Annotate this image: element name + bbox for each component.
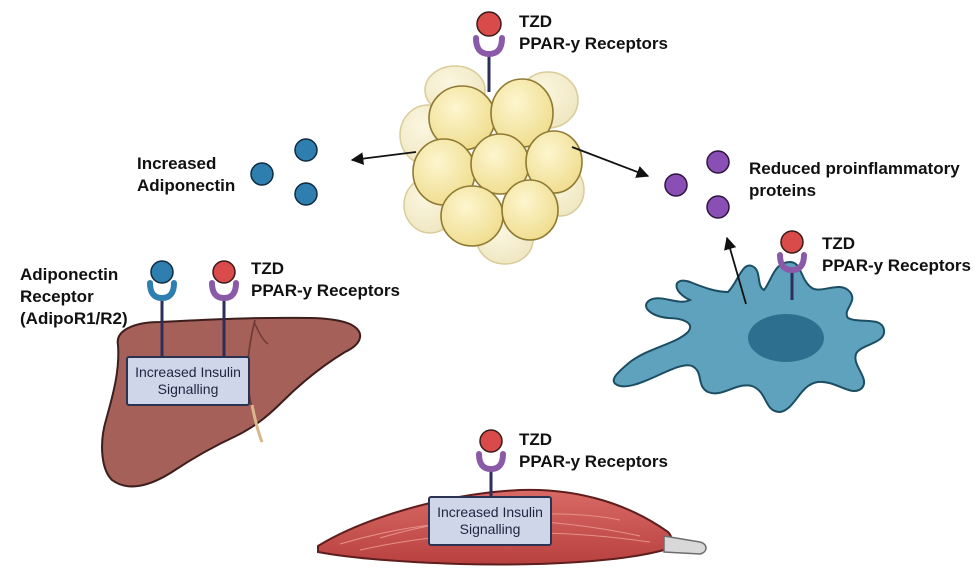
macrophage-receptor-label: PPAR-y Receptors [822,256,971,275]
macrophage-tzd-ligand [780,230,804,254]
muscle-tzd-label: TZD PPAR-y Receptors [519,429,668,473]
adipo-receptor-label-line1: Adiponectin [20,265,119,284]
macrophage-ligand-label: TZD [822,234,856,253]
arrow-to-adiponectin [350,151,417,165]
adipose-ligand-label: TZD [519,12,553,31]
adipose-tzd-ligand [476,11,502,37]
macrophage [612,260,886,414]
muscle-receptor-label: PPAR-y Receptors [519,452,668,471]
liver-box-line1: Increased Insulin [135,364,241,380]
proinflammatory-molecules [664,150,730,219]
liver-adiponectin-ligand [150,260,174,284]
arrow-macrophage-to-proteins [724,236,747,305]
arrow-to-proinflammatory [571,146,650,178]
liver-adipo-receptor [147,280,177,357]
adipo-receptor-label-line2: Receptor [20,287,94,306]
adiponectin-label-line2: Adiponectin [137,176,236,195]
adipose-ppar-receptor [473,35,505,92]
muscle-tzd-ligand [479,429,503,453]
proinflammatory-label-line2: proteins [749,181,817,200]
adiponectin-molecules [250,138,318,206]
adipo-receptor-label: Adiponectin Receptor (AdipoR1/R2) [20,264,128,330]
muscle-insulin-signalling-box: Increased Insulin Signalling [428,496,552,546]
liver-tzd-label: TZD PPAR-y Receptors [251,258,400,302]
adipose-receptor-label: PPAR-y Receptors [519,34,668,53]
adipo-receptor-label-line3: (AdipoR1/R2) [20,309,128,328]
liver-tzd-ligand [212,260,236,284]
adiponectin-label: Increased Adiponectin [137,153,235,197]
liver-box-line2: Signalling [157,381,219,397]
adipose-label: TZD PPAR-y Receptors [519,11,668,55]
muscle-ligand-label: TZD [519,430,553,449]
liver-receptor-label: PPAR-y Receptors [251,281,400,300]
adipose-tissue [399,65,585,265]
muscle-ppar-receptor [476,451,506,497]
muscle-box-line1: Increased Insulin [437,504,543,520]
adiponectin-label-line1: Increased [137,154,217,173]
macrophage-tzd-label: TZD PPAR-y Receptors [822,233,971,277]
muscle-box-line2: Signalling [459,521,521,537]
liver-ligand-label: TZD [251,259,285,278]
proinflammatory-label: Reduced proinflammatory proteins [749,158,960,202]
liver-insulin-signalling-box: Increased Insulin Signalling [126,356,250,406]
proinflammatory-label-line1: Reduced proinflammatory [749,159,960,178]
liver-ppar-receptor [209,280,239,357]
macrophage-ppar-receptor [777,252,807,300]
